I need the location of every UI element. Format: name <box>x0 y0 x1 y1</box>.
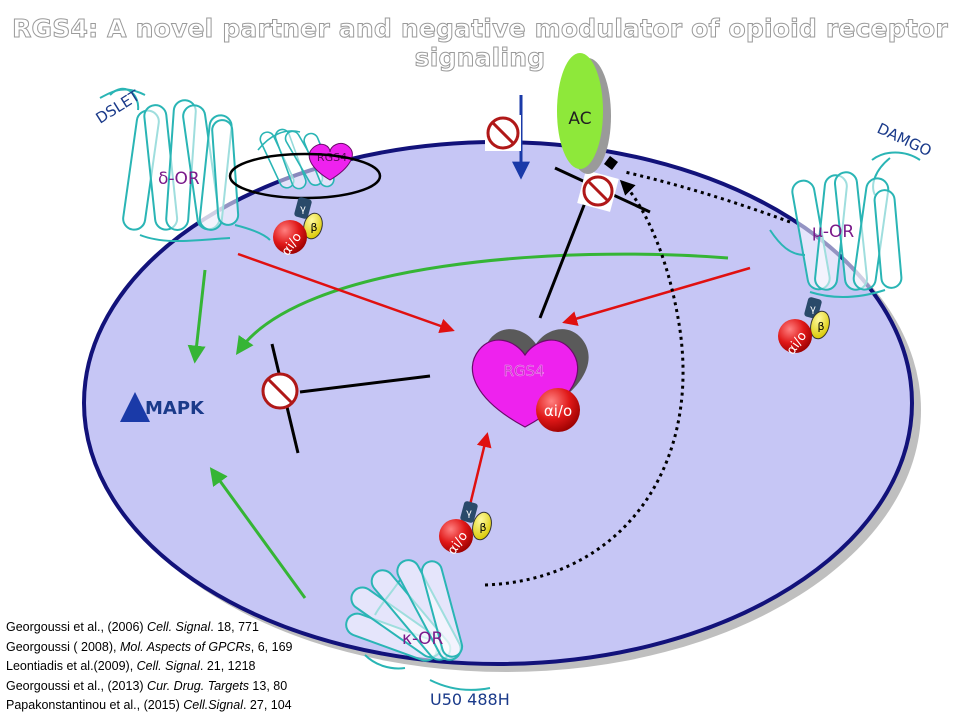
reference-authors: Papakonstantinou et al., (2015) <box>6 698 184 712</box>
delta-to-mapk-arrow <box>187 269 207 364</box>
kappa-to-ac-dotted <box>484 179 685 587</box>
slide-title: RGS4: A novel partner and negative modul… <box>12 14 949 73</box>
reference-item: Leontiadis et al.(2009), Cell. Signal. 2… <box>6 657 292 677</box>
ac-diamond-marker <box>604 156 618 170</box>
reference-journal: Cell. Signal <box>147 620 211 634</box>
reference-item: Georgoussi et al., (2013) Cur. Drug. Tar… <box>6 677 292 697</box>
reference-authors: Leontiadis et al.(2009), <box>6 659 137 673</box>
reference-item: Papakonstantinou et al., (2015) Cell.Sig… <box>6 696 292 716</box>
reference-journal: Cell. Signal <box>136 659 200 673</box>
reference-authors: Georgoussi et al., (2006) <box>6 620 148 634</box>
references-list: Georgoussi et al., (2006) Cell. Signal. … <box>6 618 292 716</box>
beta-label-mu: β <box>817 320 824 333</box>
mapk-label: MAPK <box>145 398 205 419</box>
reference-authors: Georgoussi et al., (2013) <box>6 678 148 693</box>
delta-to-rgs4-arrow <box>237 252 455 334</box>
kappa-opioid-receptor <box>345 559 491 691</box>
reference-volume-pages: . 27, 104 <box>242 698 292 712</box>
g-protein-mu <box>778 297 830 353</box>
inhibit-icon-ac <box>577 170 619 212</box>
beta-label-kappa: β <box>479 521 486 534</box>
kappa-to-rgs4-arrow <box>468 432 492 506</box>
delta-or-label: δ-OR <box>158 169 200 189</box>
mu-to-mapk-arrow <box>235 252 729 355</box>
beta-label-delta: β <box>310 221 317 234</box>
g-protein-delta <box>273 197 323 254</box>
delta-opioid-receptor <box>99 87 271 242</box>
rgs4-complex-ring <box>228 152 382 200</box>
reference-journal: Cell.Signal <box>183 698 243 712</box>
reference-volume-pages: , 6, 169 <box>250 639 293 654</box>
reference-journal: Cur. Drug. Targets <box>147 678 249 693</box>
mapk-inhibit-line <box>299 374 431 394</box>
rgs4-to-ac-inhibit-line <box>538 194 590 319</box>
mu-to-rgs4-arrow <box>562 266 751 326</box>
reference-authors: Georgoussi ( 2008), <box>6 639 120 654</box>
reference-item: Georgoussi ( 2008), Mol. Aspects of GPCR… <box>6 638 292 658</box>
reference-volume-pages: . 21, 1218 <box>199 659 256 673</box>
rgs4-center-label: RGS4 <box>503 362 544 380</box>
mu-to-ac-dotted <box>624 170 791 224</box>
gai-center-sphere <box>536 388 580 432</box>
ac-label: AC <box>568 109 591 129</box>
gamma-label-kappa: γ <box>466 508 472 519</box>
reference-item: Georgoussi et al., (2006) Cell. Signal. … <box>6 618 292 638</box>
mu-or-label: μ-OR <box>812 222 854 242</box>
gamma-label-delta: γ <box>300 204 306 215</box>
kappa-or-label: κ-OR <box>402 629 444 649</box>
adenylyl-cyclase <box>557 53 603 169</box>
kappa-to-mapk-arrow <box>209 467 307 599</box>
mu-opioid-receptor <box>769 151 921 299</box>
g-protein-kappa <box>439 501 492 553</box>
gai-center-label: αi/o <box>544 402 572 420</box>
inhibit-icon-camp <box>485 115 521 151</box>
gamma-label-mu: γ <box>810 304 816 315</box>
u50-label: U50 488H <box>430 690 510 709</box>
reference-volume-pages: . 18, 771 <box>210 620 259 634</box>
reference-volume-pages: 13, 80 <box>248 678 288 693</box>
reference-journal: Mol. Aspects of GPCRs <box>119 639 251 654</box>
inhibit-icon-mapk <box>261 372 299 410</box>
